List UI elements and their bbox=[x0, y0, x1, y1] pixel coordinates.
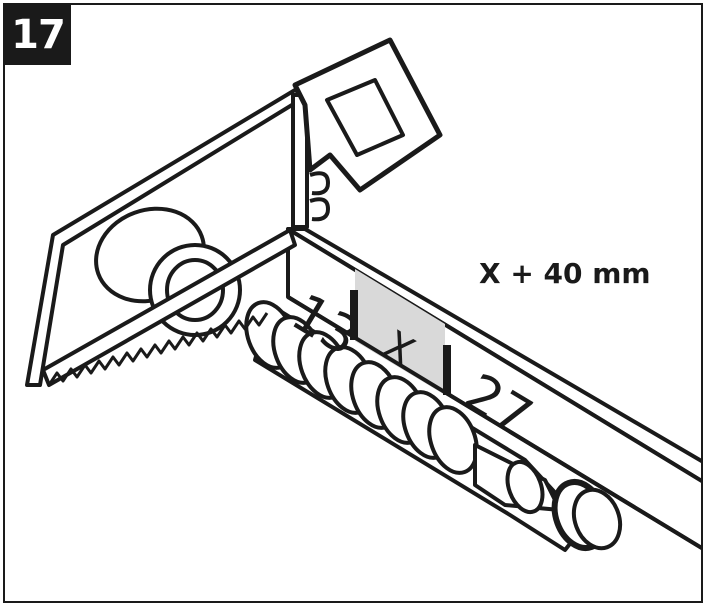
instruction-panel: 13 X 27 17 X + 40 mm bbox=[3, 3, 703, 603]
roller-tube-icon bbox=[244, 300, 623, 552]
assembly-illustration: 13 X 27 bbox=[25, 37, 701, 552]
hacksaw-icon bbox=[25, 37, 443, 387]
measurement-formula: X + 40 mm bbox=[479, 257, 651, 290]
step-number-badge: 17 bbox=[5, 5, 71, 65]
